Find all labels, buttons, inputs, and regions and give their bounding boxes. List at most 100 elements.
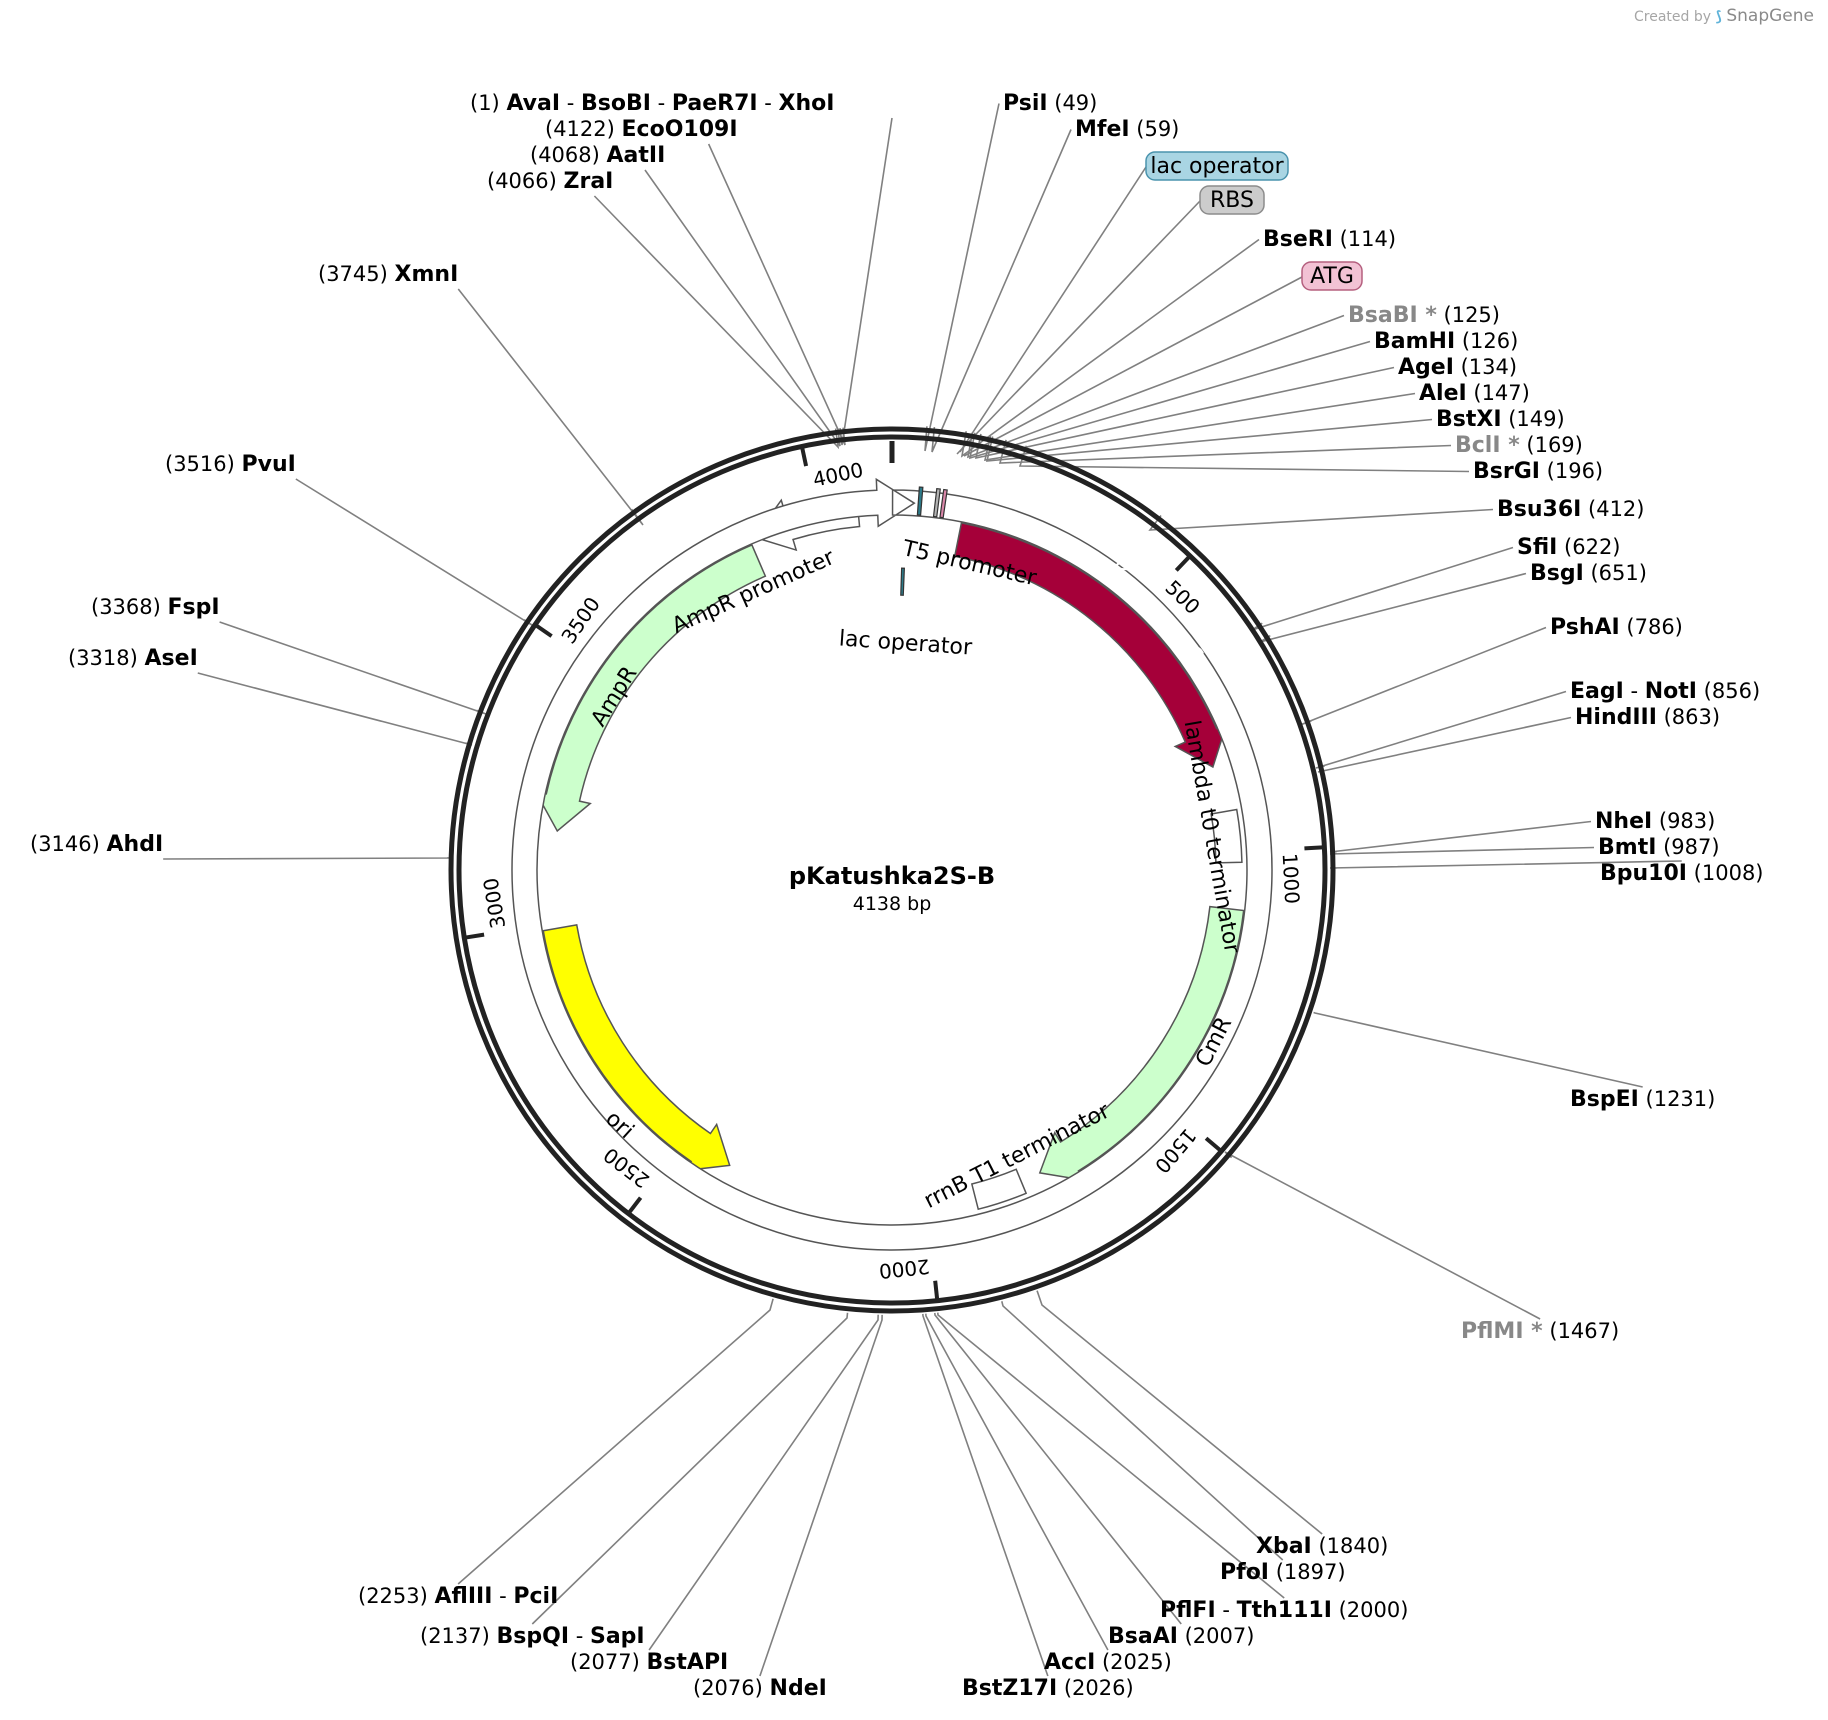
restriction-site[interactable]: (3745) XmnI xyxy=(318,262,458,287)
spacer xyxy=(1620,615,1627,639)
restriction-site[interactable]: SfiI (622) xyxy=(1517,535,1621,560)
spacer xyxy=(1437,303,1444,327)
site-label-text: AgeI (134) xyxy=(1398,355,1517,380)
lac-operator-mark[interactable] xyxy=(916,486,924,516)
lac-operator-label-box[interactable] xyxy=(1145,151,1289,181)
site-label-text: AccI (2025) xyxy=(1044,1650,1172,1675)
restriction-site[interactable]: BsaBI * (125) xyxy=(1348,303,1500,328)
restriction-site[interactable]: BstZ17I (2026) xyxy=(962,1676,1134,1701)
restriction-site[interactable]: BspEI (1231) xyxy=(1570,1087,1715,1112)
site-label-text: BspEI (1231) xyxy=(1570,1087,1715,1112)
site-leader xyxy=(931,129,1072,453)
site-position: (1008) xyxy=(1694,861,1764,885)
restriction-site[interactable]: (2253) AflIII - PciI xyxy=(358,1584,558,1609)
lambda-t0-terminator-feature[interactable] xyxy=(1210,808,1243,864)
site-position: (1231) xyxy=(1646,1087,1716,1111)
restriction-site[interactable]: (2076) NdeI xyxy=(693,1676,827,1701)
restriction-site[interactable]: BseRI (114) xyxy=(1263,227,1396,252)
restriction-site[interactable]: BsrGI (196) xyxy=(1473,459,1603,484)
restriction-site[interactable]: BsaAI (2007) xyxy=(1108,1624,1254,1649)
atg-mark[interactable] xyxy=(939,488,948,519)
enzyme-name: MfeI xyxy=(1075,117,1130,142)
enzyme-name: PvuI xyxy=(242,452,296,477)
restriction-site[interactable]: PflFI - Tth111I (2000) xyxy=(1160,1598,1408,1623)
spacer xyxy=(763,1676,770,1700)
site-leader xyxy=(219,621,487,715)
enzyme-name: PflFI xyxy=(1160,1598,1216,1623)
restriction-site[interactable]: (1) AvaI - BsoBI - PaeR7I - XhoI xyxy=(470,91,834,116)
enzyme-name: BsaAI xyxy=(1108,1624,1178,1649)
restriction-site[interactable]: (4122) EcoO109I xyxy=(545,117,738,142)
restriction-site[interactable]: PshAI (786) xyxy=(1550,615,1683,640)
site-position: (786) xyxy=(1626,615,1682,639)
ampr-feature[interactable] xyxy=(534,543,767,833)
site-leader xyxy=(644,169,841,447)
site-label-text: PsiI (49) xyxy=(1003,91,1097,116)
site-position: (4066) xyxy=(487,169,557,193)
enzyme-name: NdeI xyxy=(770,1676,827,1701)
site-leader xyxy=(1224,1151,1541,1320)
restriction-site[interactable]: BstXI (149) xyxy=(1436,407,1565,432)
backbone-inner-circle xyxy=(456,434,1328,1306)
katushka2s-feature[interactable] xyxy=(953,521,1228,769)
site-label-text: XbaI (1840) xyxy=(1256,1534,1388,1559)
restriction-site[interactable]: HindIII (863) xyxy=(1575,705,1720,730)
restriction-site[interactable]: Bpu10I (1008) xyxy=(1600,861,1764,886)
site-position: (2026) xyxy=(1064,1676,1134,1700)
enzyme-name: XbaI xyxy=(1256,1534,1312,1559)
restriction-site[interactable]: (3368) FspI xyxy=(91,595,220,620)
restriction-site[interactable]: PfoI (1897) xyxy=(1220,1560,1346,1585)
enzyme-name: AleI xyxy=(1419,381,1467,406)
rrnb-t1-terminator-feature[interactable] xyxy=(970,1168,1028,1211)
restriction-site[interactable]: AgeI (134) xyxy=(1398,355,1517,380)
enzyme-name: PshAI xyxy=(1550,615,1620,640)
rbs-mark[interactable] xyxy=(932,487,941,518)
enzyme-name: Tth111I xyxy=(1237,1598,1332,1623)
restriction-site[interactable]: EagI - NotI (856) xyxy=(1570,679,1760,704)
site-label-text: Bpu10I (1008) xyxy=(1600,861,1764,886)
site-position: (4068) xyxy=(530,143,600,167)
spacer xyxy=(1657,705,1664,729)
restriction-site[interactable]: (3146) AhdI xyxy=(30,832,163,857)
ori-feature[interactable] xyxy=(542,924,731,1172)
restriction-site[interactable]: AccI (2025) xyxy=(1044,1650,1172,1675)
tick-label: 3000 xyxy=(478,876,510,930)
atg-label-box[interactable] xyxy=(1301,261,1363,291)
restriction-site[interactable]: BclI * (169) xyxy=(1455,433,1583,458)
restriction-site[interactable]: NheI (983) xyxy=(1595,809,1715,834)
restriction-site[interactable]: PflMI * (1467) xyxy=(1461,1319,1619,1344)
restriction-site[interactable]: (3318) AseI xyxy=(68,646,198,671)
site-position: (3745) xyxy=(318,262,388,286)
spacer xyxy=(1048,91,1055,115)
restriction-site[interactable]: BsgI (651) xyxy=(1530,561,1647,586)
enzyme-name: SapI xyxy=(590,1624,645,1649)
restriction-site[interactable]: XbaI (1840) xyxy=(1256,1534,1388,1559)
restriction-site[interactable]: AleI (147) xyxy=(1419,381,1530,406)
enzyme-name: AhdI xyxy=(107,832,164,857)
cmr-feature[interactable] xyxy=(1038,905,1245,1182)
restriction-site[interactable]: PsiI (49) xyxy=(1003,91,1097,116)
restriction-site[interactable]: (4068) AatII xyxy=(530,143,665,168)
restriction-site[interactable]: (4066) ZraI xyxy=(487,169,613,194)
restriction-site[interactable]: Bsu36I (412) xyxy=(1497,497,1644,522)
site-separator: - xyxy=(1624,679,1645,703)
restriction-site[interactable]: (2077) BstAPI xyxy=(570,1650,728,1675)
enzyme-name: AgeI xyxy=(1398,355,1454,380)
site-label-text: EagI - NotI (856) xyxy=(1570,679,1760,704)
site-label-text: (4122) EcoO109I xyxy=(545,117,738,142)
site-position: (651) xyxy=(1590,561,1646,585)
rbs-box-leader xyxy=(956,200,1201,455)
restriction-site[interactable]: MfeI (59) xyxy=(1075,117,1179,142)
inner-lac-operator-mark[interactable] xyxy=(900,567,906,596)
rbs-label-box[interactable] xyxy=(1199,185,1265,215)
restriction-site[interactable]: (2137) BspQI - SapI xyxy=(420,1624,645,1649)
spacer xyxy=(1130,117,1137,141)
site-position: (4122) xyxy=(545,117,615,141)
enzyme-name: BsaBI * xyxy=(1348,303,1437,328)
site-label-text: SfiI (622) xyxy=(1517,535,1621,560)
restriction-site[interactable]: BmtI (987) xyxy=(1598,835,1720,860)
t5-promoter-feature[interactable] xyxy=(511,477,1273,1251)
tick-label: 2000 xyxy=(878,1254,931,1283)
restriction-site[interactable]: (3516) PvuI xyxy=(165,452,296,477)
restriction-site[interactable]: BamHI (126) xyxy=(1374,329,1518,354)
